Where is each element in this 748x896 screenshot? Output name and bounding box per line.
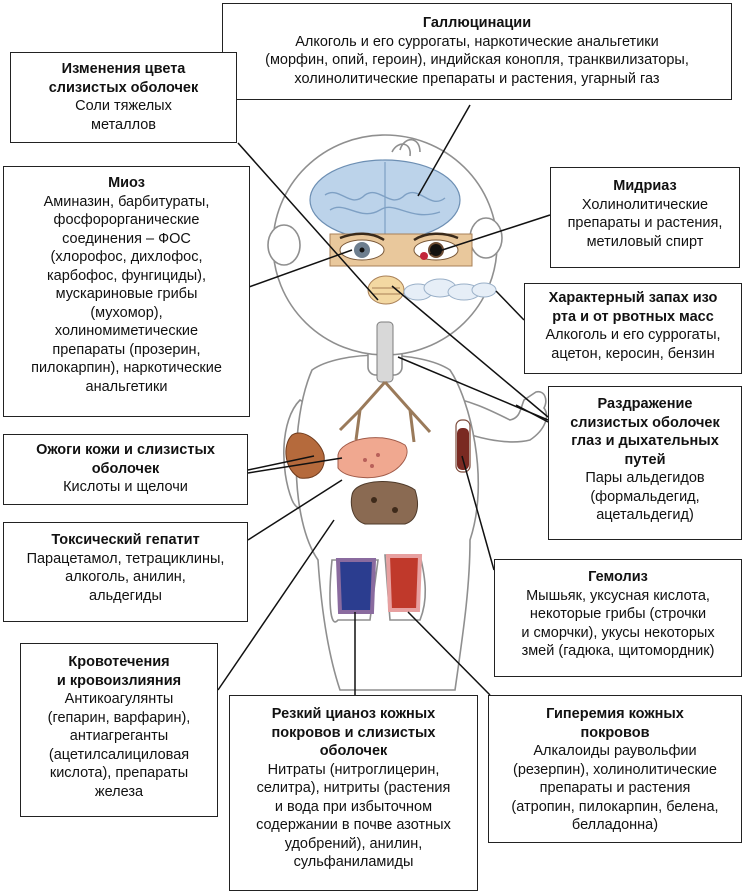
hemolysis-box: Гемолиз Мышьяк, уксусная кислота, некото… bbox=[494, 559, 742, 677]
bleeding-text: антиагреганты bbox=[69, 728, 169, 745]
hallucinations-text: (морфин, опий, героин), индийская конопл… bbox=[265, 52, 689, 69]
mouth-illustration bbox=[367, 275, 405, 305]
cyanosis-title: покровов и слизистых bbox=[271, 724, 436, 741]
irritation-title: глаз и дыхательных bbox=[571, 433, 719, 450]
skin-burn-illustration bbox=[285, 432, 325, 479]
odor-box: Характерный запах изо рта и от рвотных м… bbox=[524, 283, 742, 374]
cyanosis-text: содержании в почве азотных bbox=[256, 817, 451, 834]
mydriasis-text: препараты и растения, bbox=[567, 215, 723, 232]
burns-box: Ожоги кожи и слизистых оболочек Кислоты … bbox=[3, 434, 248, 505]
bleeding-text: (ацетилсалициловая bbox=[48, 746, 190, 763]
cyanosis-text: и вода при избыточном bbox=[274, 798, 433, 815]
hallucinations-box: Галлюцинации Алкоголь и его суррогаты, н… bbox=[222, 3, 732, 100]
irritation-text: (формальдегид, bbox=[590, 488, 700, 505]
hallucinations-text: холинолитические препараты и растения, у… bbox=[294, 70, 660, 87]
test-tube-illustration bbox=[455, 419, 471, 473]
hyperemia-text: белладонна) bbox=[571, 817, 659, 834]
miosis-text: холиномиметические bbox=[54, 323, 199, 340]
brain-illustration bbox=[309, 159, 461, 241]
irritation-title: слизистых оболочек bbox=[570, 414, 720, 431]
red-leg-illustration bbox=[385, 554, 423, 612]
hyperemia-text: (резерпин), холинолитические bbox=[513, 761, 717, 778]
hemolysis-text: змей (гадюка, щитомордник) bbox=[521, 643, 715, 660]
odor-title: Характерный запах изо bbox=[548, 290, 718, 306]
cyanosis-text: Нитраты (нитроглицерин, bbox=[267, 761, 440, 778]
pointer-lines bbox=[217, 104, 551, 696]
odor-text: ацетон, керосин, бензин bbox=[551, 345, 715, 362]
airways-illustration bbox=[338, 321, 432, 443]
mucosa-color-title: Изменения цвета bbox=[61, 61, 186, 77]
mucosa-color-text: Соли тяжелых bbox=[75, 98, 172, 115]
miosis-text: фосфорорганические bbox=[53, 212, 200, 229]
eyes-illustration bbox=[329, 232, 473, 267]
miosis-text: (мухомор), bbox=[90, 304, 163, 321]
bleeding-text: железа bbox=[94, 783, 144, 800]
miosis-title: Миоз bbox=[108, 175, 145, 191]
liver-illustration bbox=[337, 437, 408, 479]
cyanosis-box: Резкий цианоз кожных покровов и слизисты… bbox=[229, 695, 478, 891]
hyperemia-text: препараты и растения bbox=[539, 780, 691, 797]
vapor-illustration bbox=[403, 278, 497, 301]
hallucinations-title: Галлюцинации bbox=[422, 15, 532, 31]
irritation-box: Раздражение слизистых оболочек глаз и ды… bbox=[548, 386, 742, 540]
miosis-text: пилокарпин), наркотические bbox=[31, 360, 222, 377]
mydriasis-title: Мидриаз bbox=[613, 178, 677, 194]
miosis-text: (хлорофос, дихлофос, bbox=[50, 249, 203, 266]
bleeding-text: кислота), препараты bbox=[49, 765, 189, 782]
hepatitis-text: алкоголь, анилин, bbox=[65, 569, 186, 586]
bleeding-title: и кровоизлияния bbox=[56, 672, 182, 689]
irritation-title: путей bbox=[624, 451, 666, 468]
miosis-text: Аминазин, барбитураты, bbox=[43, 193, 210, 210]
bleeding-box: Кровотечения и кровоизлияния Антикоагуля… bbox=[20, 643, 218, 817]
hemolysis-text: некоторые грибы (строчки bbox=[529, 606, 707, 623]
cyanosis-title: оболочек bbox=[319, 743, 388, 760]
hyperemia-box: Гиперемия кожных покровов Алкалоиды раув… bbox=[488, 695, 742, 843]
hemolysis-text: и сморчки), укусы некоторых bbox=[521, 624, 715, 641]
hepatitis-text: альдегиды bbox=[89, 587, 162, 604]
mydriasis-text: Холинолитические bbox=[581, 196, 709, 213]
burns-title: Ожоги кожи и слизистых bbox=[36, 442, 215, 458]
miosis-text: мускариновые грибы bbox=[55, 286, 198, 303]
hyperemia-title: покровов bbox=[580, 724, 650, 741]
cyanosis-text: селитра), нитриты (растения bbox=[256, 780, 451, 797]
hemolysis-title: Гемолиз bbox=[588, 569, 648, 585]
hepatitis-title: Токсический гепатит bbox=[51, 532, 200, 548]
irritation-text: ацетальдегид) bbox=[596, 507, 694, 524]
bleeding-text: Антикоагулянты bbox=[64, 691, 174, 708]
miosis-text: соединения – ФОС bbox=[62, 230, 191, 247]
mucosa-color-title: слизистых оболочек bbox=[48, 79, 199, 96]
hepatitis-box: Токсический гепатит Парацетамол, тетраци… bbox=[3, 522, 248, 622]
burns-title: оболочек bbox=[91, 460, 160, 477]
cyanosis-text: сульфаниламиды bbox=[293, 854, 414, 871]
hyperemia-text: (атропин, пилокарпин, белена, bbox=[511, 798, 719, 815]
mydriasis-box: Мидриаз Холинолитические препараты и рас… bbox=[550, 167, 740, 268]
bleeding-title: Кровотечения bbox=[68, 654, 170, 670]
bleeding-text: (гепарин, варфарин), bbox=[47, 709, 191, 726]
hallucinations-text: Алкоголь и его суррогаты, наркотические … bbox=[295, 33, 659, 50]
miosis-text: карбофос, фунгициды), bbox=[46, 267, 207, 284]
odor-text: Алкоголь и его суррогаты, bbox=[545, 327, 721, 344]
cyanosis-text: удобрений), анилин, bbox=[284, 835, 423, 852]
cyanosis-title: Резкий цианоз кожных bbox=[271, 706, 436, 722]
irritation-text: Пары альдегидов bbox=[585, 470, 705, 487]
intestines-illustration bbox=[350, 481, 418, 525]
hyperemia-text: Алкалоиды раувольфии bbox=[533, 743, 697, 760]
mucosa-color-text: металлов bbox=[91, 116, 156, 133]
miosis-box: Миоз Аминазин, барбитураты, фосфороргани… bbox=[3, 166, 250, 417]
hyperemia-title: Гиперемия кожных bbox=[546, 706, 684, 722]
miosis-text: препараты (прозерин, bbox=[52, 341, 201, 358]
mydriasis-text: метиловый спирт bbox=[586, 233, 704, 250]
burns-text: Кислоты и щелочи bbox=[63, 479, 188, 496]
miosis-text: анальгетики bbox=[85, 379, 168, 396]
blue-leg-illustration bbox=[335, 558, 377, 614]
hepatitis-text: Парацетамол, тетрациклины, bbox=[26, 550, 225, 567]
odor-title: рта и от рвотных масс bbox=[552, 308, 714, 325]
mucosa-color-box: Изменения цвета слизистых оболочек Соли … bbox=[10, 52, 237, 143]
hemolysis-text: Мышьяк, уксусная кислота, bbox=[526, 587, 710, 604]
irritation-title: Раздражение bbox=[597, 396, 693, 412]
